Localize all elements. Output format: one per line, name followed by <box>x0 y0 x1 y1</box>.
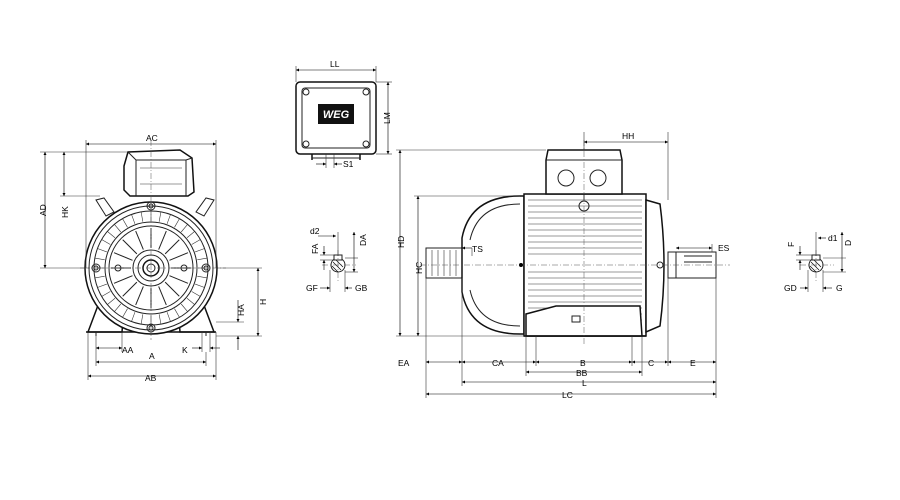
rib-line <box>113 275 133 284</box>
fin-line <box>122 218 128 228</box>
fin-line <box>94 257 105 261</box>
dim-label-H: H <box>258 299 268 305</box>
side-dimensions: HH HD HC TS ES EA CA B C <box>396 131 730 400</box>
dim-label-HK: HK <box>60 206 70 218</box>
fin-line <box>114 303 122 312</box>
fin-line <box>158 314 162 325</box>
fin-line <box>186 297 195 305</box>
fin-line <box>107 297 116 305</box>
front-dimensions: AC AD HK H HA AA K A <box>38 133 268 383</box>
dim-label-L: L <box>582 378 587 388</box>
fin-line <box>174 308 180 318</box>
dim-label-K: K <box>182 345 188 355</box>
dim-label-S1: S1 <box>343 159 354 169</box>
dim-label-B: B <box>580 358 586 368</box>
dim-label-G: G <box>836 283 843 293</box>
dim-label-TS: TS <box>472 244 483 254</box>
fin-line <box>140 314 144 325</box>
fin-line <box>131 312 136 322</box>
dim-label-BB: BB <box>576 368 588 378</box>
rib-line <box>135 230 144 250</box>
fin-line <box>180 303 188 312</box>
keyway-detail-de: d1 F D GD G <box>784 232 853 293</box>
dim-label-GB: GB <box>355 283 368 293</box>
dim-label-FA: FA <box>310 243 320 254</box>
fin-line <box>114 224 122 233</box>
nde-shaft-lines <box>431 250 457 276</box>
fin-line <box>191 239 201 245</box>
dim-label-DA: DA <box>358 234 368 246</box>
front-view <box>80 140 226 340</box>
dim-label-HA: HA <box>236 304 246 316</box>
dim-label-E: E <box>690 358 696 368</box>
dim-label-HH: HH <box>622 131 634 141</box>
dim-label-LM: LM <box>382 112 392 124</box>
dim-label-LL: LL <box>330 59 340 69</box>
fin-line <box>101 291 111 297</box>
weg-logo: WEG <box>318 104 354 124</box>
fin-line <box>191 291 201 297</box>
dim-label-F: F <box>786 242 796 247</box>
fin-line <box>197 275 208 279</box>
endshield-ribs <box>111 228 191 308</box>
dim-label-CA: CA <box>492 358 504 368</box>
dim-label-HC: HC <box>414 262 424 274</box>
fin-line <box>174 218 180 228</box>
dim-label-A: A <box>149 351 155 361</box>
rib-line <box>169 252 189 261</box>
fin-line <box>94 275 105 279</box>
dim-label-AD: AD <box>38 204 48 216</box>
fin-line <box>195 248 205 253</box>
rib-line <box>135 286 144 306</box>
fin-line <box>107 231 116 239</box>
fin-line <box>180 224 188 233</box>
fin-line <box>158 211 162 222</box>
dim-label-AB: AB <box>145 373 157 383</box>
dim-label-LC: LC <box>562 390 573 400</box>
rib-line <box>113 252 133 261</box>
fin-line <box>166 312 171 322</box>
rib-line <box>164 239 180 255</box>
side-view <box>420 140 730 344</box>
dim-label-d1: d1 <box>828 233 838 243</box>
rib-line <box>164 281 180 297</box>
keyway-detail-nde: d2 FA DA GF GB <box>306 226 368 293</box>
fin-line <box>166 214 171 224</box>
dim-label-d2: d2 <box>310 226 320 236</box>
dim-label-EA: EA <box>398 358 410 368</box>
fin-line <box>197 257 208 261</box>
fin-line <box>186 231 195 239</box>
dim-label-ES: ES <box>718 243 730 253</box>
dim-label-GD: GD <box>784 283 797 293</box>
dim-label-AC: AC <box>146 133 158 143</box>
rib-line <box>158 286 167 306</box>
fin-line <box>97 283 107 288</box>
fin-line <box>97 248 107 253</box>
fin-line <box>131 214 136 224</box>
dim-label-D: D <box>843 240 853 246</box>
fin-line <box>140 211 144 222</box>
rib-line <box>158 230 167 250</box>
frame-fins <box>94 211 208 325</box>
fin-line <box>101 239 111 245</box>
fin-line <box>122 308 128 318</box>
dim-label-C: C <box>648 358 654 368</box>
dim-label-AA: AA <box>122 345 134 355</box>
terminal-box-top-view: WEG LL LM S1 <box>295 59 392 169</box>
rib-line <box>122 239 138 255</box>
dim-label-HD: HD <box>396 236 406 248</box>
fin-line <box>195 283 205 288</box>
rib-line <box>122 281 138 297</box>
dim-label-GF: GF <box>306 283 318 293</box>
rib-line <box>169 275 189 284</box>
front-terminal-box <box>123 149 195 197</box>
weg-logo-text: WEG <box>323 109 350 121</box>
